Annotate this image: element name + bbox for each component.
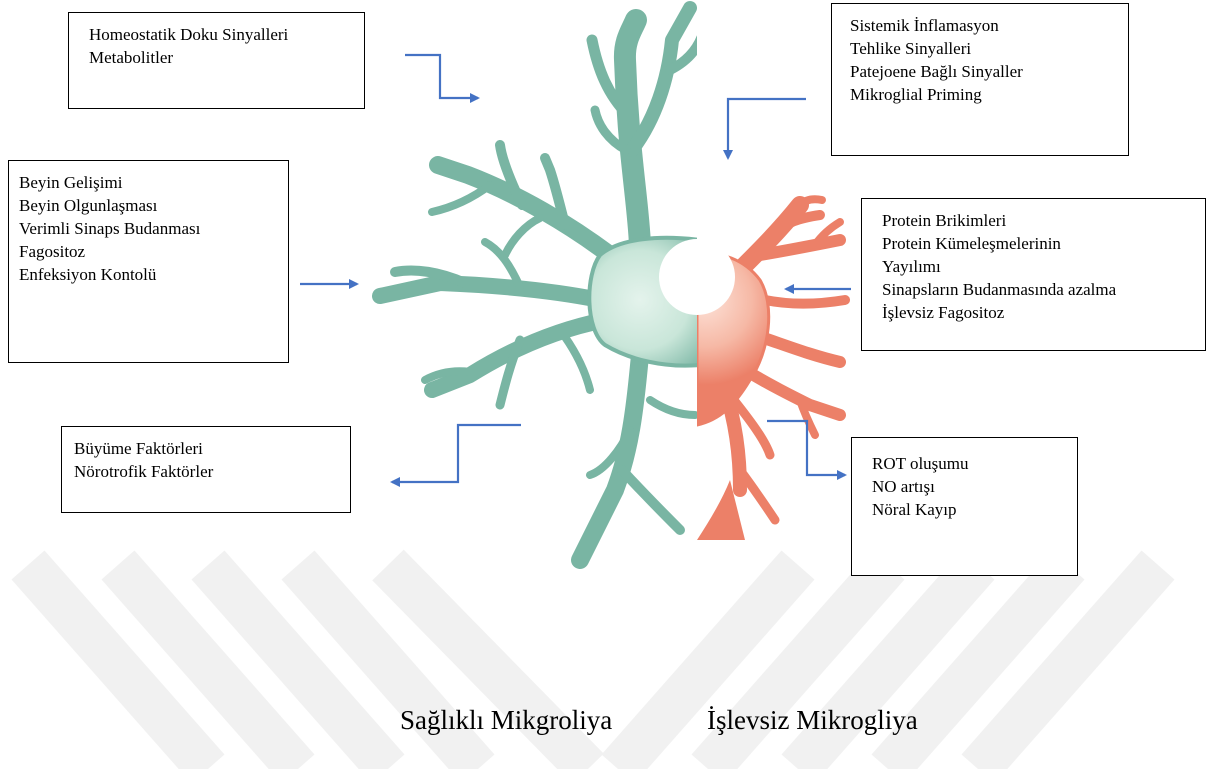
box-line: Nöral Kayıp bbox=[872, 498, 1063, 521]
rot-formation-box: ROT oluşumu NO artışı Nöral Kayıp bbox=[851, 437, 1078, 576]
box-line: NO artışı bbox=[872, 475, 1063, 498]
protein-accumulation-box: Protein Brikimleri Protein Kümeleşmeleri… bbox=[861, 198, 1206, 351]
box-line: Sistemik İnflamasyon bbox=[850, 14, 1114, 37]
box-line: Yayılımı bbox=[882, 255, 1191, 278]
box-line: Fagositoz bbox=[19, 240, 274, 263]
box-line: Enfeksiyon Kontolü bbox=[19, 263, 274, 286]
healthy-functions-box: Beyin Gelişimi Beyin Olgunlaşması Veriml… bbox=[8, 160, 289, 363]
box-line: Homeostatik Doku Sinyalleri bbox=[89, 23, 350, 46]
dysfunctional-microglia-caption: İşlevsiz Mikrogliya bbox=[707, 705, 918, 736]
cell-notch bbox=[659, 239, 735, 315]
homeostatic-signals-box: Homeostatik Doku Sinyalleri Metabolitler bbox=[68, 12, 365, 109]
box-line: Patejoene Bağlı Sinyaller bbox=[850, 60, 1114, 83]
box-line: Nörotrofik Faktörler bbox=[74, 460, 336, 483]
box-line: Sinapsların Budanmasında azalma bbox=[882, 278, 1191, 301]
growth-factors-box: Büyüme Faktörleri Nörotrofik Faktörler bbox=[61, 426, 351, 513]
microglia-cell-icon bbox=[380, 8, 704, 560]
watermark-logo-icon bbox=[28, 565, 1158, 769]
box-line: Tehlike Sinyalleri bbox=[850, 37, 1114, 60]
box-line: Verimli Sinaps Budanması bbox=[19, 217, 274, 240]
box-line: Beyin Gelişimi bbox=[19, 171, 274, 194]
box-line: Beyin Olgunlaşması bbox=[19, 194, 274, 217]
box-line: İşlevsiz Fagositoz bbox=[882, 301, 1191, 324]
box-line: ROT oluşumu bbox=[872, 452, 1063, 475]
box-line: Mikroglial Priming bbox=[850, 83, 1114, 106]
box-line: Protein Brikimleri bbox=[882, 209, 1191, 232]
healthy-microglia-caption: Sağlıklı Mikgroliya bbox=[400, 705, 612, 736]
arrow-icon bbox=[300, 55, 851, 482]
box-line: Büyüme Faktörleri bbox=[74, 437, 336, 460]
systemic-inflammation-box: Sistemik İnflamasyon Tehlike Sinyalleri … bbox=[831, 3, 1129, 156]
box-line: Protein Kümeleşmelerinin bbox=[882, 232, 1191, 255]
box-line: Metabolitler bbox=[89, 46, 350, 69]
